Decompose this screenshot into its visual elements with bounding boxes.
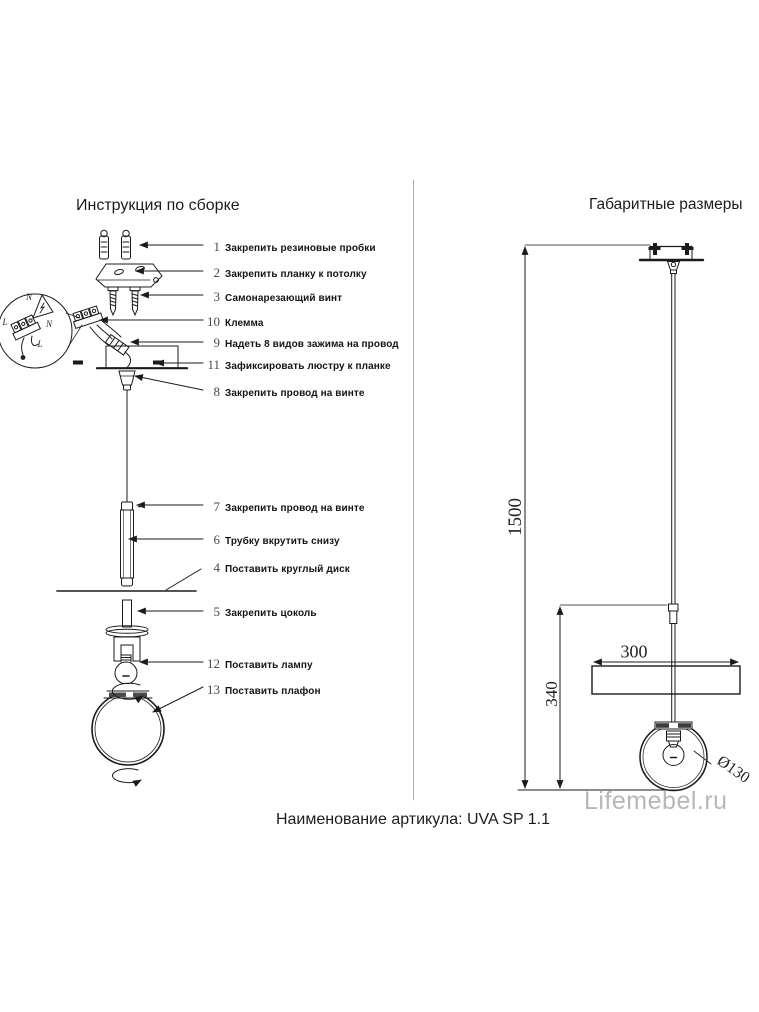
step-label: Трубку вкрутить снизу <box>225 536 340 547</box>
dimension-height-lower: 340 <box>542 681 561 707</box>
terminal-block-drawing <box>72 305 122 346</box>
suspension-rod-drawing <box>668 273 679 723</box>
ceiling-mount-drawing <box>638 243 705 274</box>
step-label: Закрепить резиновые пробки <box>225 243 376 254</box>
step-label: Надеть 8 видов зажима на провод <box>225 339 399 350</box>
globe-drawing <box>90 684 166 766</box>
globe-side-view-drawing <box>639 721 712 792</box>
instruction-step: 10 Клемма <box>203 314 264 330</box>
lamp-bulb-drawing <box>114 654 138 685</box>
instruction-step: 13 Поставить плафон <box>203 682 321 698</box>
step-number: 3 <box>213 289 221 304</box>
instruction-step: 6 Трубку вкрутить снизу <box>203 532 340 548</box>
tube-drawing <box>120 501 141 587</box>
instruction-step: 2 Закрепить планку к потолку <box>203 265 367 281</box>
step-number: 8 <box>213 384 221 399</box>
step-number: 1 <box>213 239 221 254</box>
wiring-detail-circle-drawing <box>0 293 83 369</box>
socket-drawing <box>105 599 149 662</box>
step-number: 10 <box>207 314 220 329</box>
step-number: 9 <box>213 335 221 350</box>
instruction-step: 9 Надеть 8 видов зажима на провод <box>203 335 399 351</box>
wire-label-l-bottom: L <box>37 339 43 349</box>
step-label: Закрепить планку к потолку <box>225 269 367 280</box>
step-number: 6 <box>213 532 221 547</box>
dimension-lines <box>517 244 739 791</box>
wire-label-n-top: N <box>25 292 33 302</box>
wire-label-n-right: N <box>45 319 53 329</box>
instruction-step: 8 Закрепить провод на винте <box>203 384 365 400</box>
instruction-step: 11 Зафиксировать люстру к планке <box>203 357 391 373</box>
step-number: 7 <box>213 499 221 514</box>
step-number: 2 <box>213 265 221 280</box>
canopy-drawing <box>73 345 189 391</box>
dimension-disc-width: 300 <box>620 641 648 662</box>
instruction-step: 7 Закрепить провод на винте <box>203 499 365 515</box>
instruction-step: 4 Поставить круглый диск <box>203 560 350 576</box>
step-number: 11 <box>207 357 220 372</box>
step-label: Поставить лампу <box>225 660 313 671</box>
left-section-title: Инструкция по сборке <box>76 197 240 214</box>
step-label: Закрепить провод на винте <box>225 388 365 399</box>
leader-lines <box>99 241 204 713</box>
cord-clamp-drawing <box>104 333 132 368</box>
step-label: Зафиксировать люстру к планке <box>225 361 391 372</box>
rotate-arrows-drawing <box>111 682 144 787</box>
article-caption: Наименование артикула: UVA SP 1.1 <box>275 811 551 828</box>
step-label: Поставить круглый диск <box>225 564 350 575</box>
screws-drawing <box>107 286 141 317</box>
right-section-title: Габаритные размеры <box>589 196 743 213</box>
step-number: 12 <box>207 656 220 671</box>
instruction-step: 1 Закрепить резиновые пробки <box>203 239 376 255</box>
disc-drawing <box>591 665 741 695</box>
watermark: Lifemebel.ru <box>584 787 728 815</box>
instruction-step: 12 Поставить лампу <box>203 656 313 672</box>
step-label: Закрепить провод на винте <box>225 503 365 514</box>
step-number: 13 <box>207 682 220 697</box>
step-label: Поставить плафон <box>225 686 321 697</box>
dowel-pins-drawing <box>99 229 131 260</box>
step-label: Самонарезающий винт <box>225 293 343 304</box>
step-number: 4 <box>213 560 221 575</box>
instruction-step: 5 Закрепить цоколь <box>203 604 317 620</box>
instruction-step: 3 Самонарезающий винт <box>203 289 343 305</box>
step-label: Закрепить цоколь <box>225 608 317 619</box>
mounting-bracket-drawing <box>95 263 163 288</box>
wire-label-l-left: L <box>2 317 8 327</box>
step-number: 5 <box>213 604 221 619</box>
dimension-height-total: 1500 <box>505 498 526 536</box>
step-label: Клемма <box>225 318 264 329</box>
